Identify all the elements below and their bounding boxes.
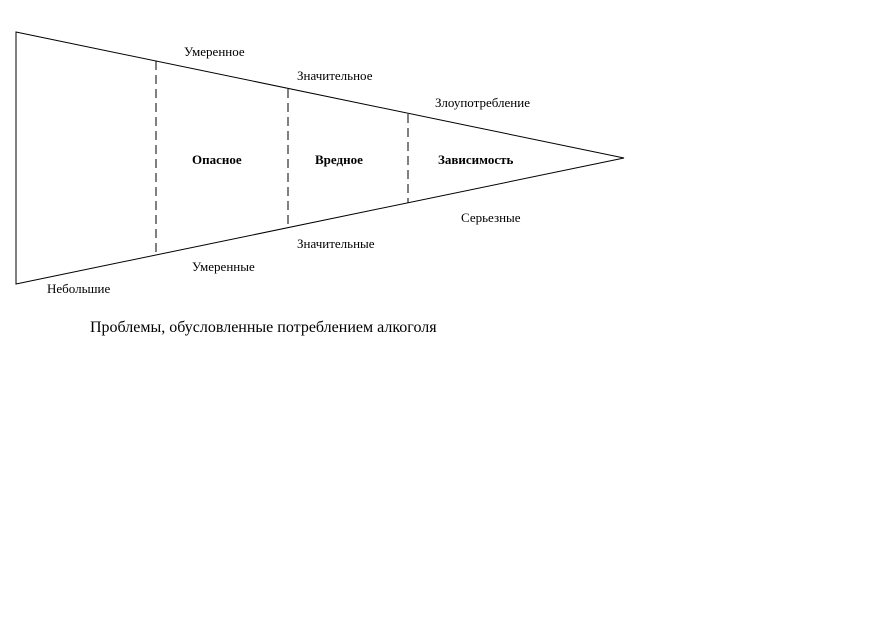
top-label-moderate: Умеренное — [184, 44, 245, 59]
top-label-significant: Значительное — [297, 68, 373, 83]
bottom-label-moderate: Умеренные — [192, 259, 255, 274]
zone-label-dependence: Зависимость — [438, 152, 514, 167]
zone-label-dangerous: Опасное — [192, 152, 242, 167]
diagram-caption: Проблемы, обусловленные потреблением алк… — [90, 319, 437, 336]
bottom-label-serious: Серьезные — [461, 210, 521, 225]
wedge-outline — [15, 31, 625, 285]
top-label-abuse: Злоупотребление — [435, 95, 530, 110]
zone-label-harmful: Вредное — [315, 152, 363, 167]
bottom-label-significant: Значительные — [297, 236, 375, 251]
bottom-label-small: Небольшие — [47, 281, 111, 296]
